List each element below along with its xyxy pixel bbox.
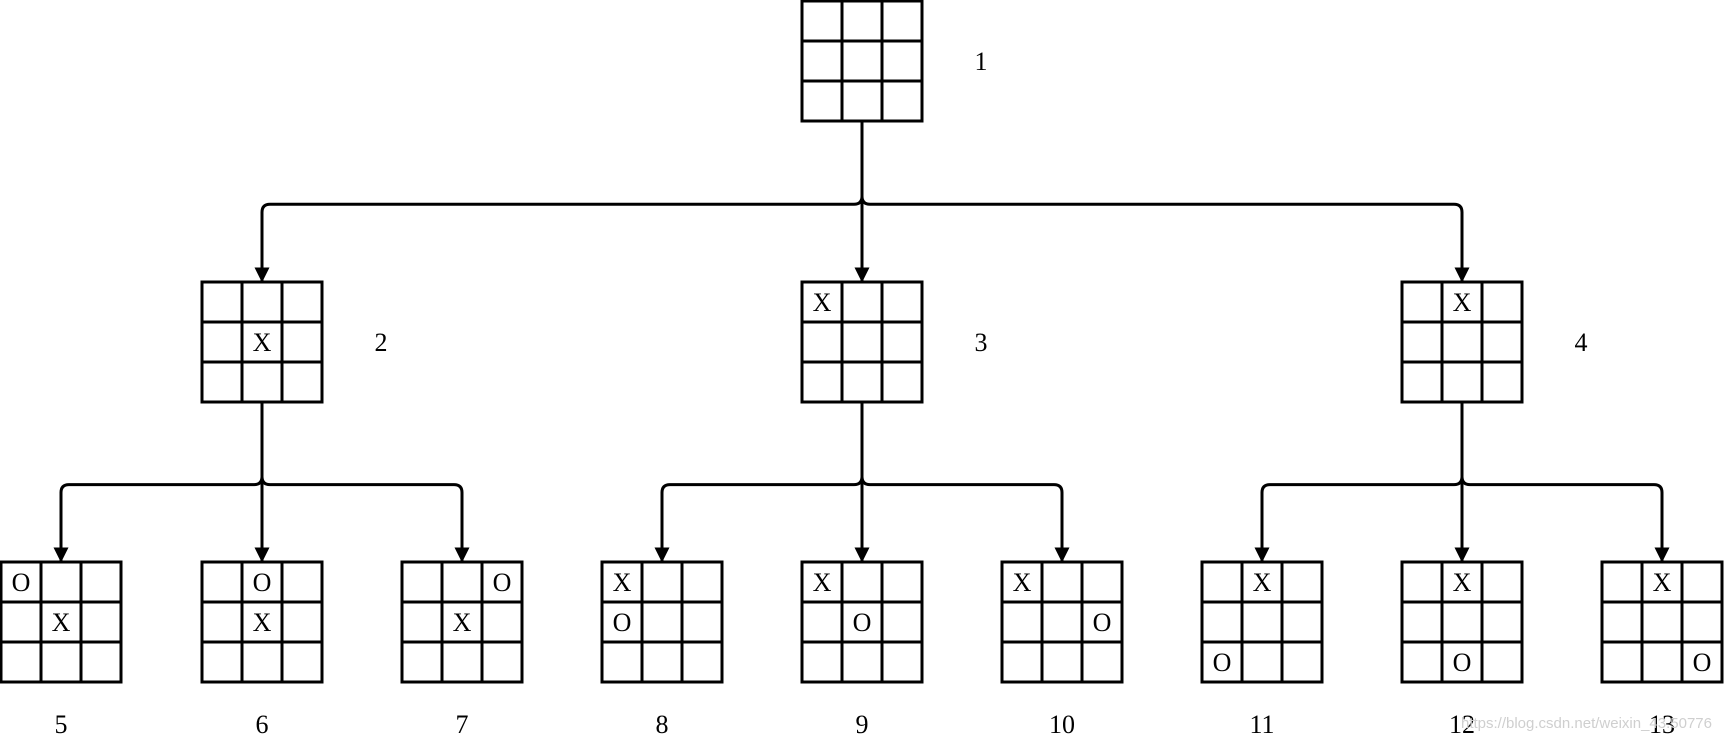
board-cell-mark-o: O [853, 608, 872, 637]
node-label-13: 13 [1649, 710, 1675, 739]
board-node-12: X O 12 [1400, 560, 1524, 739]
board-cell-mark-o: O [1213, 648, 1232, 677]
board-frame [800, 280, 924, 404]
node-label-1: 1 [975, 47, 988, 76]
board-cell-mark-x: X [253, 328, 272, 357]
board-frame [1000, 560, 1124, 684]
node-label-5: 5 [55, 710, 68, 739]
board-cell-mark-x: X [1013, 568, 1032, 597]
edge-3-to-8 [654, 402, 864, 563]
board-cell-mark-o: O [12, 568, 31, 597]
node-label-4: 4 [1575, 328, 1588, 357]
board-cell-mark-x: X [1453, 568, 1472, 597]
edge-2-to-7 [260, 402, 470, 563]
board-cell-mark-x: X [253, 608, 272, 637]
board-frame [200, 560, 324, 684]
board-cell-mark-x: X [453, 608, 472, 637]
node-label-12: 12 [1449, 710, 1475, 739]
board-cell-mark-o: O [613, 608, 632, 637]
board-cell-mark-o: O [1453, 648, 1472, 677]
watermark-text: https://blog.csdn.net/weixin_43.50776 [1461, 715, 1712, 732]
board-cell-mark-o: O [1093, 608, 1112, 637]
board-cell-mark-x: X [1653, 568, 1672, 597]
board-cell-mark-o: O [493, 568, 512, 597]
board-cell-mark-x: X [813, 568, 832, 597]
board-node-4: X4 [1400, 280, 1588, 404]
board-frame [1400, 280, 1524, 404]
board-node-8: XO 8 [600, 560, 724, 739]
board-frame [200, 280, 324, 404]
node-label-6: 6 [256, 710, 269, 739]
node-label-8: 8 [656, 710, 669, 739]
edge-1-to-2 [254, 121, 864, 283]
board-cell-mark-x: X [52, 608, 71, 637]
board-frame [1600, 560, 1724, 684]
board-node-13: X O 13 [1600, 560, 1724, 739]
edge-2-to-5 [53, 402, 264, 563]
edges-layer [53, 121, 1670, 563]
board-cell-mark-x: X [613, 568, 632, 597]
node-label-10: 10 [1049, 710, 1075, 739]
board-node-9: XO 9 [800, 560, 924, 739]
board-cell-mark-o: O [253, 568, 272, 597]
board-node-7: OX 7 [400, 560, 524, 739]
board-frame [0, 560, 123, 684]
board-cell-mark-x: X [813, 288, 832, 317]
board-frame [1400, 560, 1524, 684]
board-frame [800, 0, 924, 123]
node-label-11: 11 [1249, 710, 1274, 739]
board-node-10: X O 10 [1000, 560, 1124, 739]
node-label-2: 2 [375, 328, 388, 357]
board-frame [600, 560, 724, 684]
board-node-1: 1 [800, 0, 988, 123]
board-node-5: OX 5 [0, 560, 123, 739]
node-label-7: 7 [456, 710, 469, 739]
board-node-6: OX 6 [200, 560, 324, 739]
board-cell-mark-x: X [1453, 288, 1472, 317]
board-frame [800, 560, 924, 684]
board-frame [400, 560, 524, 684]
node-label-9: 9 [856, 710, 869, 739]
edge-4-to-11 [1254, 402, 1464, 563]
board-node-11: X O 11 [1200, 560, 1324, 739]
board-cell-mark-x: X [1253, 568, 1272, 597]
board-node-3: X3 [800, 280, 988, 404]
board-frame [1200, 560, 1324, 684]
edge-3-to-10 [860, 402, 1070, 563]
edge-4-to-13 [1460, 402, 1670, 563]
board-cell-mark-o: O [1693, 648, 1712, 677]
node-label-3: 3 [975, 328, 988, 357]
edge-1-to-4 [860, 121, 1470, 283]
